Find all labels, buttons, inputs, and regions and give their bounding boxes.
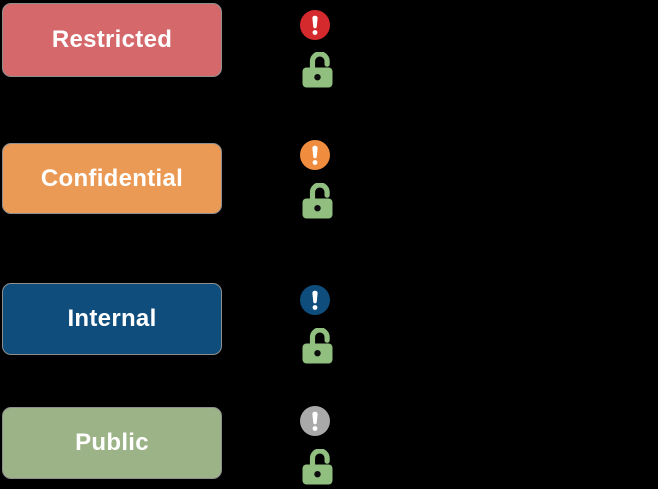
- public-exclamation-circle-icon: [300, 406, 330, 436]
- level-label-public: Public: [75, 429, 149, 456]
- internal-open-padlock-icon: [302, 328, 333, 364]
- level-box-public: Public: [2, 407, 222, 479]
- level-label-restricted: Restricted: [51, 26, 173, 53]
- restricted-exclamation-circle-icon: [300, 10, 330, 40]
- level-box-confidential: Confidential: [2, 143, 222, 214]
- confidential-exclamation-circle-icon: [300, 140, 330, 170]
- level-box-internal: Internal: [2, 283, 222, 355]
- public-open-padlock-icon: [302, 449, 333, 485]
- level-label-internal: Internal: [67, 305, 157, 332]
- restricted-open-padlock-icon: [302, 52, 333, 88]
- internal-exclamation-circle-icon: [300, 285, 330, 315]
- confidential-open-padlock-icon: [302, 183, 333, 219]
- level-box-restricted: Restricted: [2, 3, 222, 77]
- level-label-confidential: Confidential: [40, 164, 184, 192]
